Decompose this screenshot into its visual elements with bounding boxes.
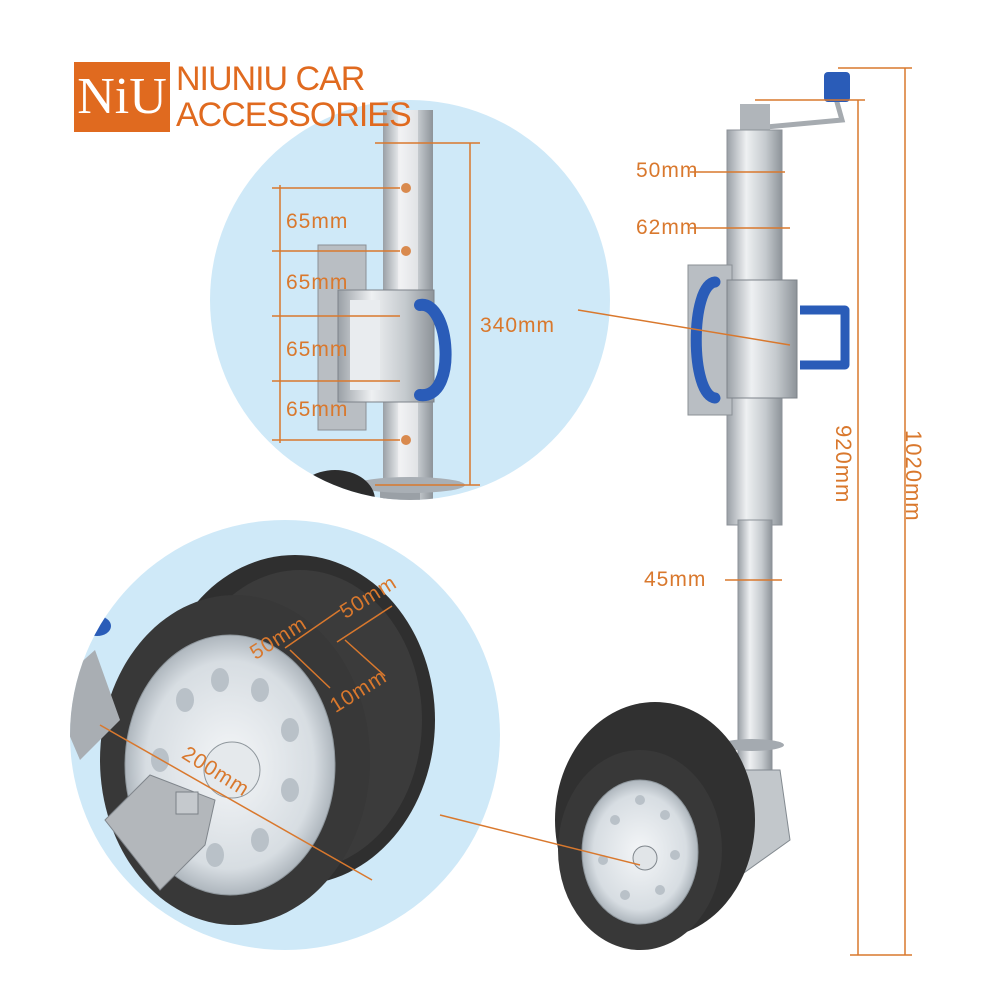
dim-mid-tube: 62mm [636, 216, 699, 239]
dim-top-tube: 50mm [636, 159, 699, 182]
dim-hole-spacing-1: 65mm [286, 210, 349, 233]
jockey-wheel [555, 72, 850, 950]
brand-logo: NiU [74, 62, 170, 132]
dim-height-920: 920mm [831, 425, 856, 504]
detail-bottom-contents [70, 555, 435, 925]
dim-height-1020: 1020mm [901, 430, 926, 522]
brand-name-line1: NIUNIU CAR [176, 60, 365, 98]
dim-travel: 340mm [480, 314, 556, 337]
detail-top-dimension-lines [272, 142, 480, 486]
detail-bottom-dimension-lines [99, 605, 393, 881]
dim-inner-tube: 45mm [644, 568, 707, 591]
brand-name-line2: ACCESSORIES [176, 96, 412, 134]
jockey-dimension-lines [439, 67, 912, 956]
dim-hole-spacing-3: 65mm [286, 338, 349, 361]
brand-logo-letters: NiU [77, 68, 167, 125]
dim-hole-spacing-4: 65mm [286, 398, 349, 421]
dim-hole-spacing-2: 65mm [286, 271, 349, 294]
detail-top-contents [295, 110, 465, 500]
